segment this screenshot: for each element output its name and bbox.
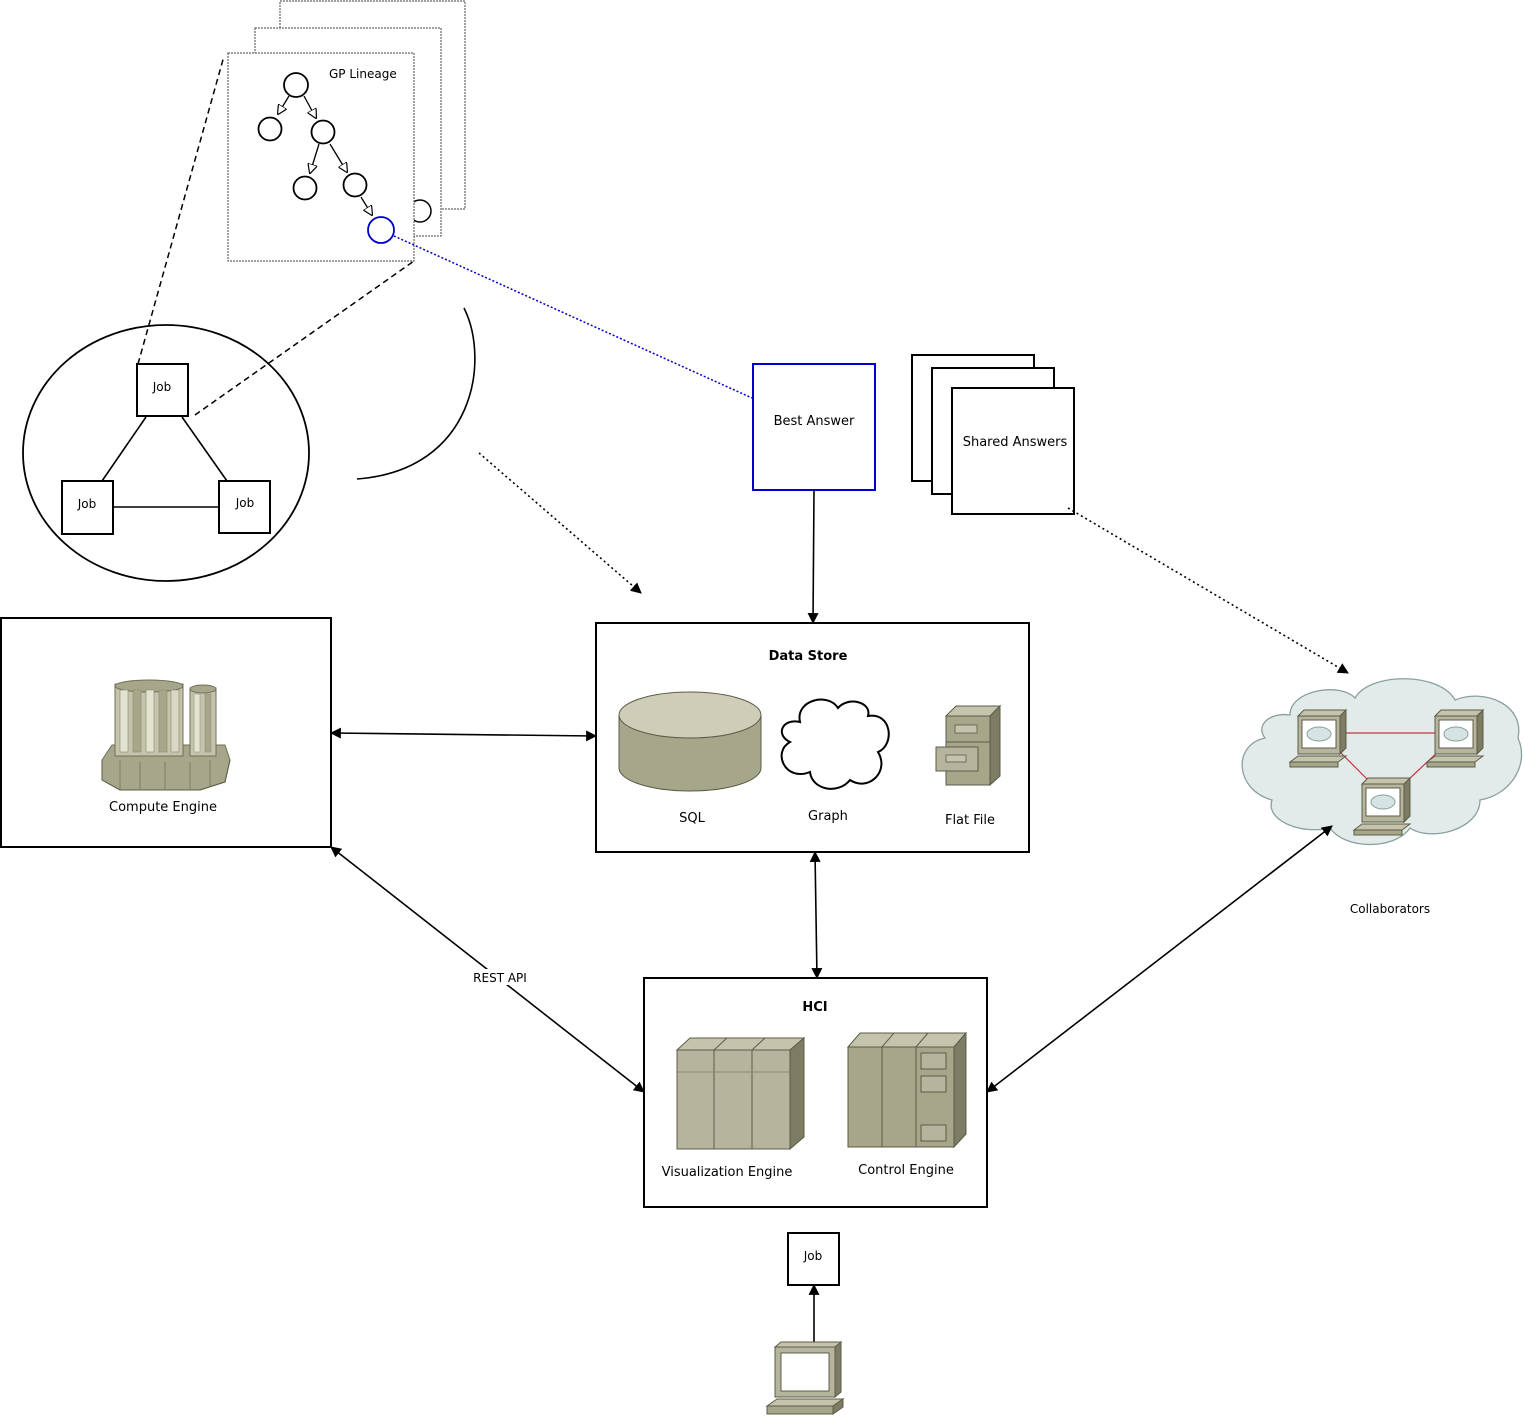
- zoom-line-left: [137, 55, 225, 365]
- tree-node: [342, 172, 368, 198]
- user-computer-icon: [765, 1340, 845, 1415]
- best-answer-to-datastore-arrow: [807, 489, 819, 625]
- tree-node: [310, 119, 336, 145]
- zoom-line-right: [194, 260, 415, 416]
- datastore-hci-arrow: [809, 850, 823, 980]
- control-engine-label: Control Engine: [858, 1163, 954, 1178]
- graph-label: Graph: [808, 809, 848, 824]
- collaborator-computer-icon: [1352, 776, 1412, 836]
- collaborator-computer-icon: [1288, 708, 1348, 768]
- hci-box: HCI Visualization Engine Control Engine: [643, 977, 988, 1208]
- shared-to-collaborators-arrow: [1067, 507, 1349, 674]
- hci-title: HCI: [802, 1000, 827, 1015]
- collaborator-computer-icon: [1425, 708, 1485, 768]
- shared-answers-stack: Shared Answers: [911, 354, 1075, 515]
- data-store-box: Data Store SQL Graph Flat File: [595, 622, 1030, 853]
- filing-cabinet-icon: [935, 704, 1002, 787]
- visualization-engine-label: Visualization Engine: [662, 1165, 793, 1180]
- results-to-datastore-arrow: [478, 452, 642, 594]
- flat-file-label: Flat File: [945, 813, 995, 828]
- tree-node: [292, 175, 318, 201]
- user-job-box: Job: [787, 1232, 840, 1286]
- compute-engine-label: Compute Engine: [109, 800, 217, 815]
- best-answer-link: [393, 235, 753, 399]
- rest-api-label-bg: [468, 969, 532, 985]
- hci-collaborators-arrow: [986, 825, 1333, 1093]
- database-icon: [618, 691, 762, 792]
- job-cluster: Job Job Job: [22, 324, 310, 582]
- best-tree-node: [367, 216, 395, 244]
- graph-cloud-icon: [780, 698, 890, 790]
- collaborators-cloud: [1241, 678, 1523, 846]
- compute-engine-box: Compute Engine: [0, 617, 332, 848]
- sql-label: SQL: [679, 811, 705, 826]
- user-job-label: Job: [803, 1249, 823, 1263]
- compute-datastore-arrow: [329, 727, 598, 742]
- data-store-title: Data Store: [769, 649, 848, 664]
- shared-answers-label: Shared Answers: [963, 435, 1068, 450]
- job-node-top: Job: [152, 380, 172, 394]
- job-node-right: Job: [235, 496, 255, 510]
- cycle-arc: [356, 307, 476, 480]
- control-server-icon: [846, 1031, 968, 1149]
- supercomputer-icon: [101, 679, 231, 791]
- tree-node: [283, 72, 309, 98]
- job-node-left: Job: [77, 497, 97, 511]
- collaborators-label: Collaborators: [1350, 902, 1430, 916]
- tree-node: [257, 116, 283, 142]
- gp-lineage-panel: GP Lineage: [227, 0, 466, 262]
- visualization-server-icon: [675, 1036, 806, 1151]
- best-answer-box: Best Answer: [752, 363, 876, 491]
- rest-api-label: REST API: [473, 971, 527, 985]
- best-answer-label: Best Answer: [774, 414, 855, 429]
- gp-lineage-title: GP Lineage: [329, 67, 397, 81]
